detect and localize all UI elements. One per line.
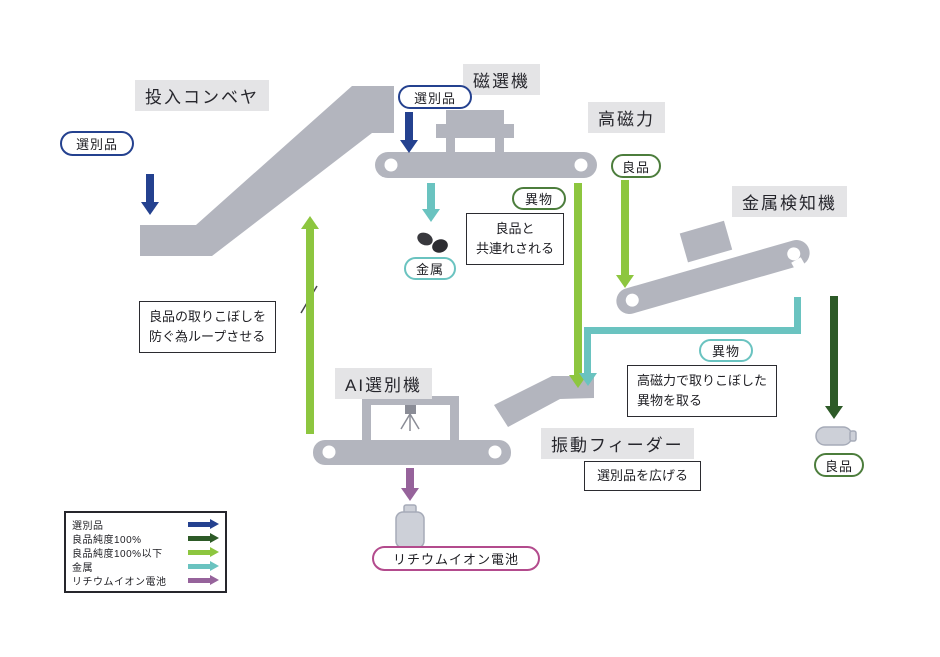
magnetic-separator-graphic [375, 110, 597, 178]
bubble-good-final: 良品 [814, 453, 864, 477]
legend-arrow-metal [188, 561, 219, 571]
detector-discharge-chevron [791, 257, 843, 309]
legend-label: 金属 [72, 562, 93, 574]
note-line: 良品の取りこぼしを [149, 309, 267, 324]
legend-row: リチウムイオン電池 [72, 573, 219, 588]
label-magnetic-separator: 磁選機 [463, 64, 540, 95]
legend-label: 良品純度100% [72, 534, 142, 546]
label-metal-detector: 金属検知機 [732, 186, 847, 217]
note-line: 高磁力で取りこぼした [637, 373, 768, 388]
ai-sorter-graphic [313, 396, 511, 465]
note-remove-missed: 高磁力で取りこぼした 異物を取る [627, 365, 778, 418]
note-line: 選別品を広げる [597, 468, 689, 483]
label-ai-sorter: AI選別機 [335, 368, 433, 399]
legend: 選別品 良品純度100% 良品純度100%以下 金属 [64, 511, 227, 593]
label-high-magnetic: 高磁力 [588, 102, 665, 133]
vibration-feeder-graphic [494, 376, 594, 427]
note-line: 防ぐ為ループさせる [149, 329, 266, 345]
note-line: 良品と [495, 221, 535, 236]
legend-row: 良品純度100%以下 [72, 545, 219, 560]
legend-row: 選別品 [72, 517, 219, 532]
bubble-sorted-top: 選別品 [398, 85, 472, 109]
bubble-metal: 金属 [404, 257, 456, 280]
legend-label: 選別品 [72, 520, 104, 532]
metal-debris-icon [417, 232, 448, 253]
bubble-foreign-after-detector: 異物 [699, 339, 753, 362]
label-vibration-feeder: 振動フィーダー [541, 428, 694, 459]
battery-vertical-icon [395, 504, 425, 549]
legend-arrow-battery [188, 575, 219, 585]
battery-horizontal-icon [815, 426, 857, 446]
note-line: 異物を取る [637, 393, 703, 409]
bubble-foreign-after-magnet: 異物 [512, 187, 566, 210]
note-line: 共連れされる [476, 241, 555, 257]
bubble-good-after-magnet: 良品 [611, 154, 661, 178]
legend-row: 金属 [72, 559, 219, 574]
note-loop: 良品の取りこぼしを 防ぐ為ループさせる [139, 301, 277, 354]
input-conveyor-graphic [140, 86, 394, 256]
legend-row: 良品純度100% [72, 531, 219, 546]
note-spread: 選別品を広げる [584, 461, 702, 492]
bubble-sorted-left: 選別品 [60, 131, 134, 156]
legend-arrow-good-sub100 [188, 547, 219, 557]
legend-arrow-good-100 [188, 533, 219, 543]
legend-label: リチウムイオン電池 [72, 576, 167, 588]
note-carried-with-good: 良品と 共連れされる [466, 213, 565, 266]
legend-arrow-sorted [188, 519, 219, 529]
metal-detector-graphic [616, 220, 810, 314]
bubble-lithium-battery: リチウムイオン電池 [372, 546, 540, 571]
label-input-conveyor: 投入コンベヤ [135, 80, 269, 111]
legend-label: 良品純度100%以下 [72, 548, 163, 560]
